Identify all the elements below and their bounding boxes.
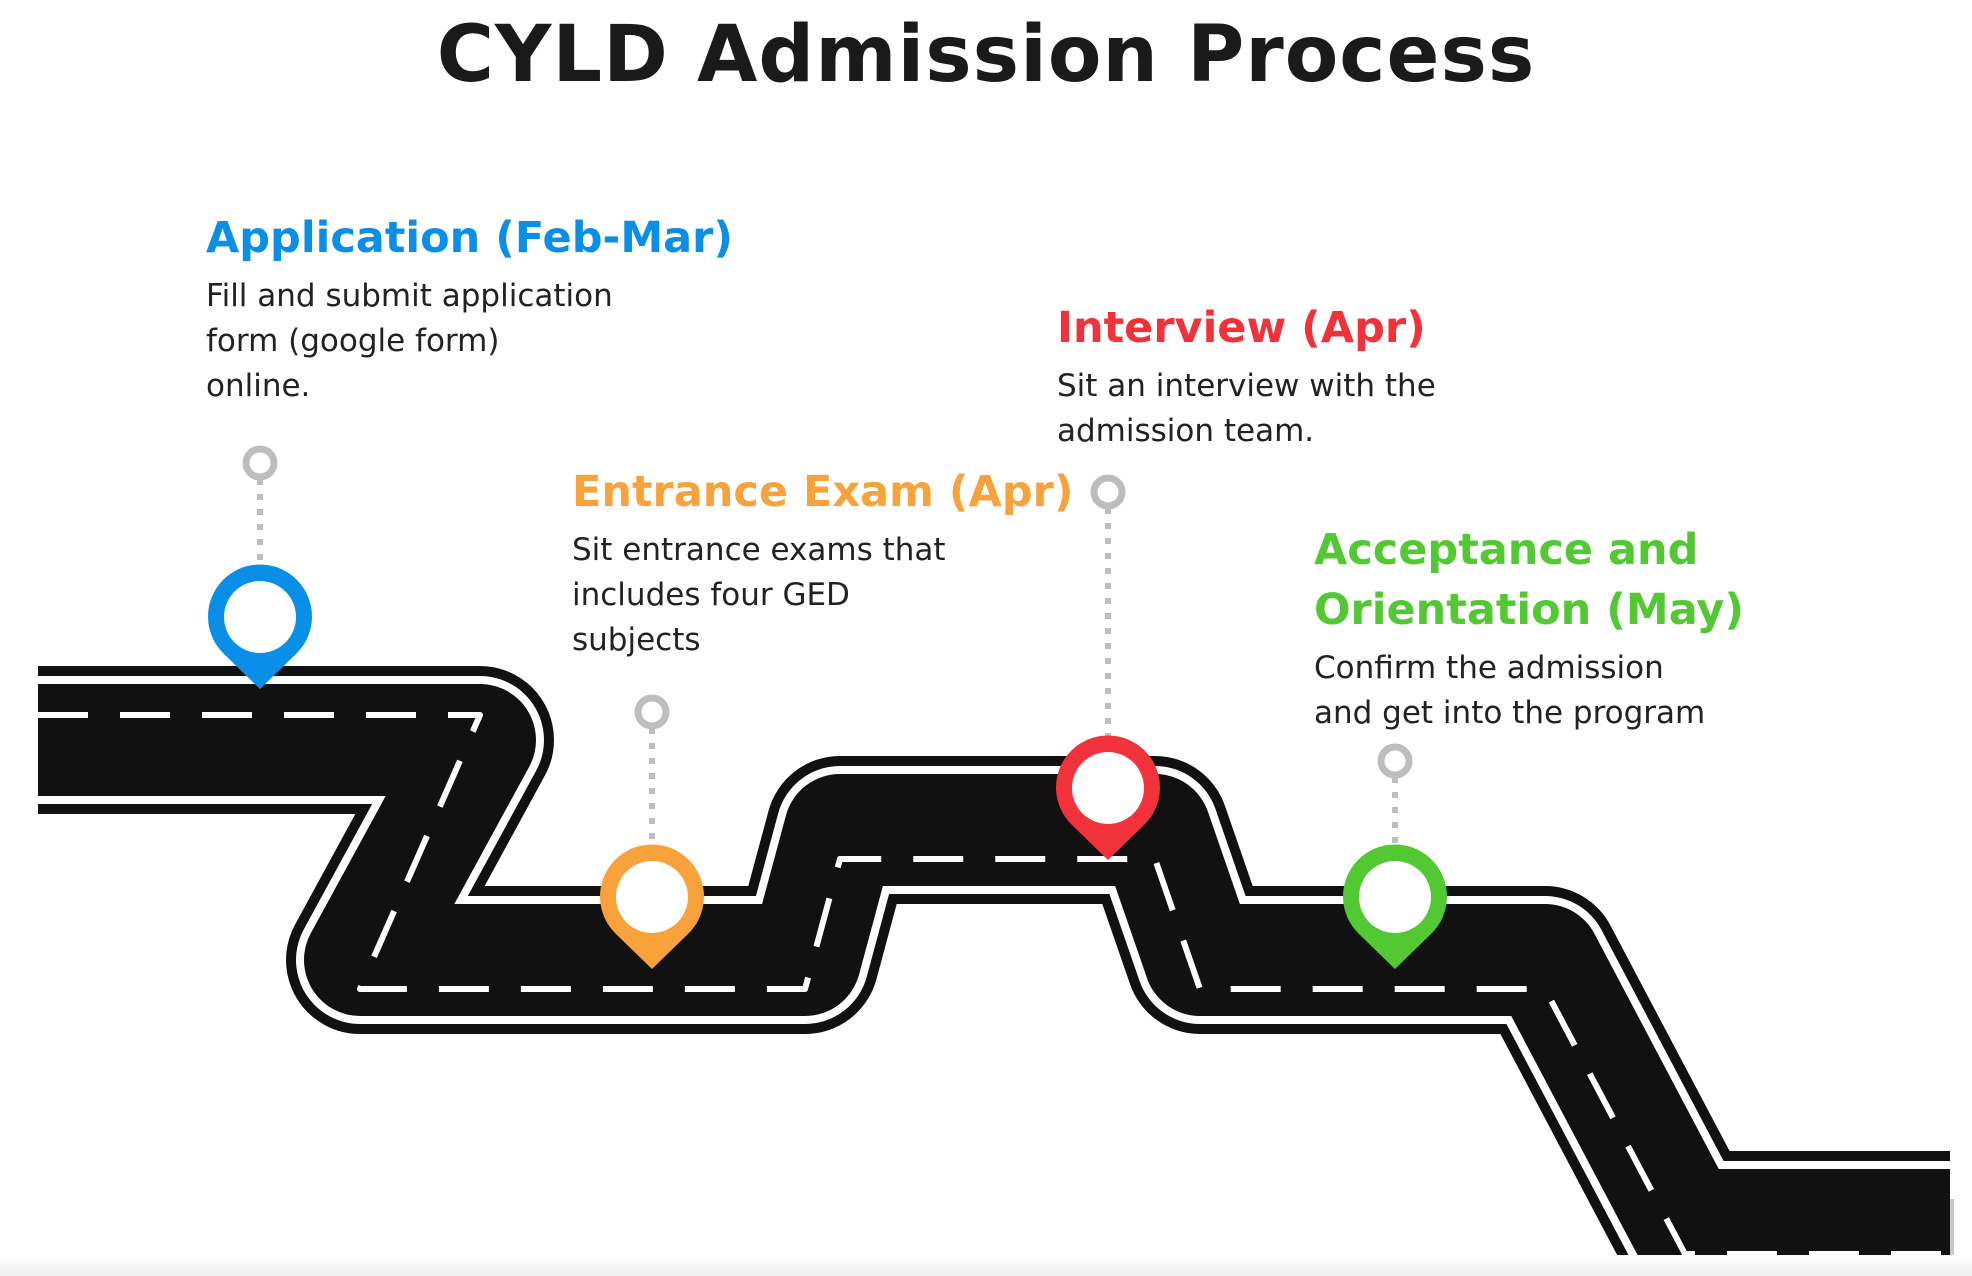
step-interview: Interview (Apr) Sit an interview with th…: [1057, 298, 1436, 454]
pin-center-application: [224, 581, 296, 653]
step-title-entrance-exam: Entrance Exam (Apr): [572, 467, 1074, 517]
ring-marker-interview: [1090, 474, 1126, 510]
bottom-shade: [0, 1255, 1972, 1276]
step-application: Application (Feb-Mar) Fill and submit ap…: [206, 208, 733, 409]
step-title-acceptance-orientation: Acceptance and Orientation (May): [1314, 525, 1745, 635]
step-acceptance-orientation: Acceptance and Orientation (May) Confirm…: [1314, 520, 1794, 736]
step-title-application: Application (Feb-Mar): [206, 213, 733, 263]
step-description-application: Fill and submit application form (google…: [206, 278, 613, 404]
pin-center-interview: [1072, 752, 1144, 824]
pin-center-acceptance-orientation: [1359, 861, 1431, 933]
step-entrance-exam: Entrance Exam (Apr) Sit entrance exams t…: [572, 462, 1073, 663]
pin-center-entrance-exam: [616, 861, 688, 933]
ring-marker-application: [242, 445, 278, 481]
step-description-interview: Sit an interview with the admission team…: [1057, 368, 1436, 449]
page-title: CYLD Admission Process: [436, 10, 1536, 100]
step-description-acceptance-orientation: Confirm the admission and get into the p…: [1314, 650, 1706, 731]
step-title-interview: Interview (Apr): [1057, 303, 1426, 353]
step-description-entrance-exam: Sit entrance exams that includes four GE…: [572, 532, 946, 658]
road-lane-dashes: [38, 712, 1950, 1257]
ring-marker-acceptance-orientation: [1377, 743, 1413, 779]
ring-marker-entrance-exam: [634, 694, 670, 730]
